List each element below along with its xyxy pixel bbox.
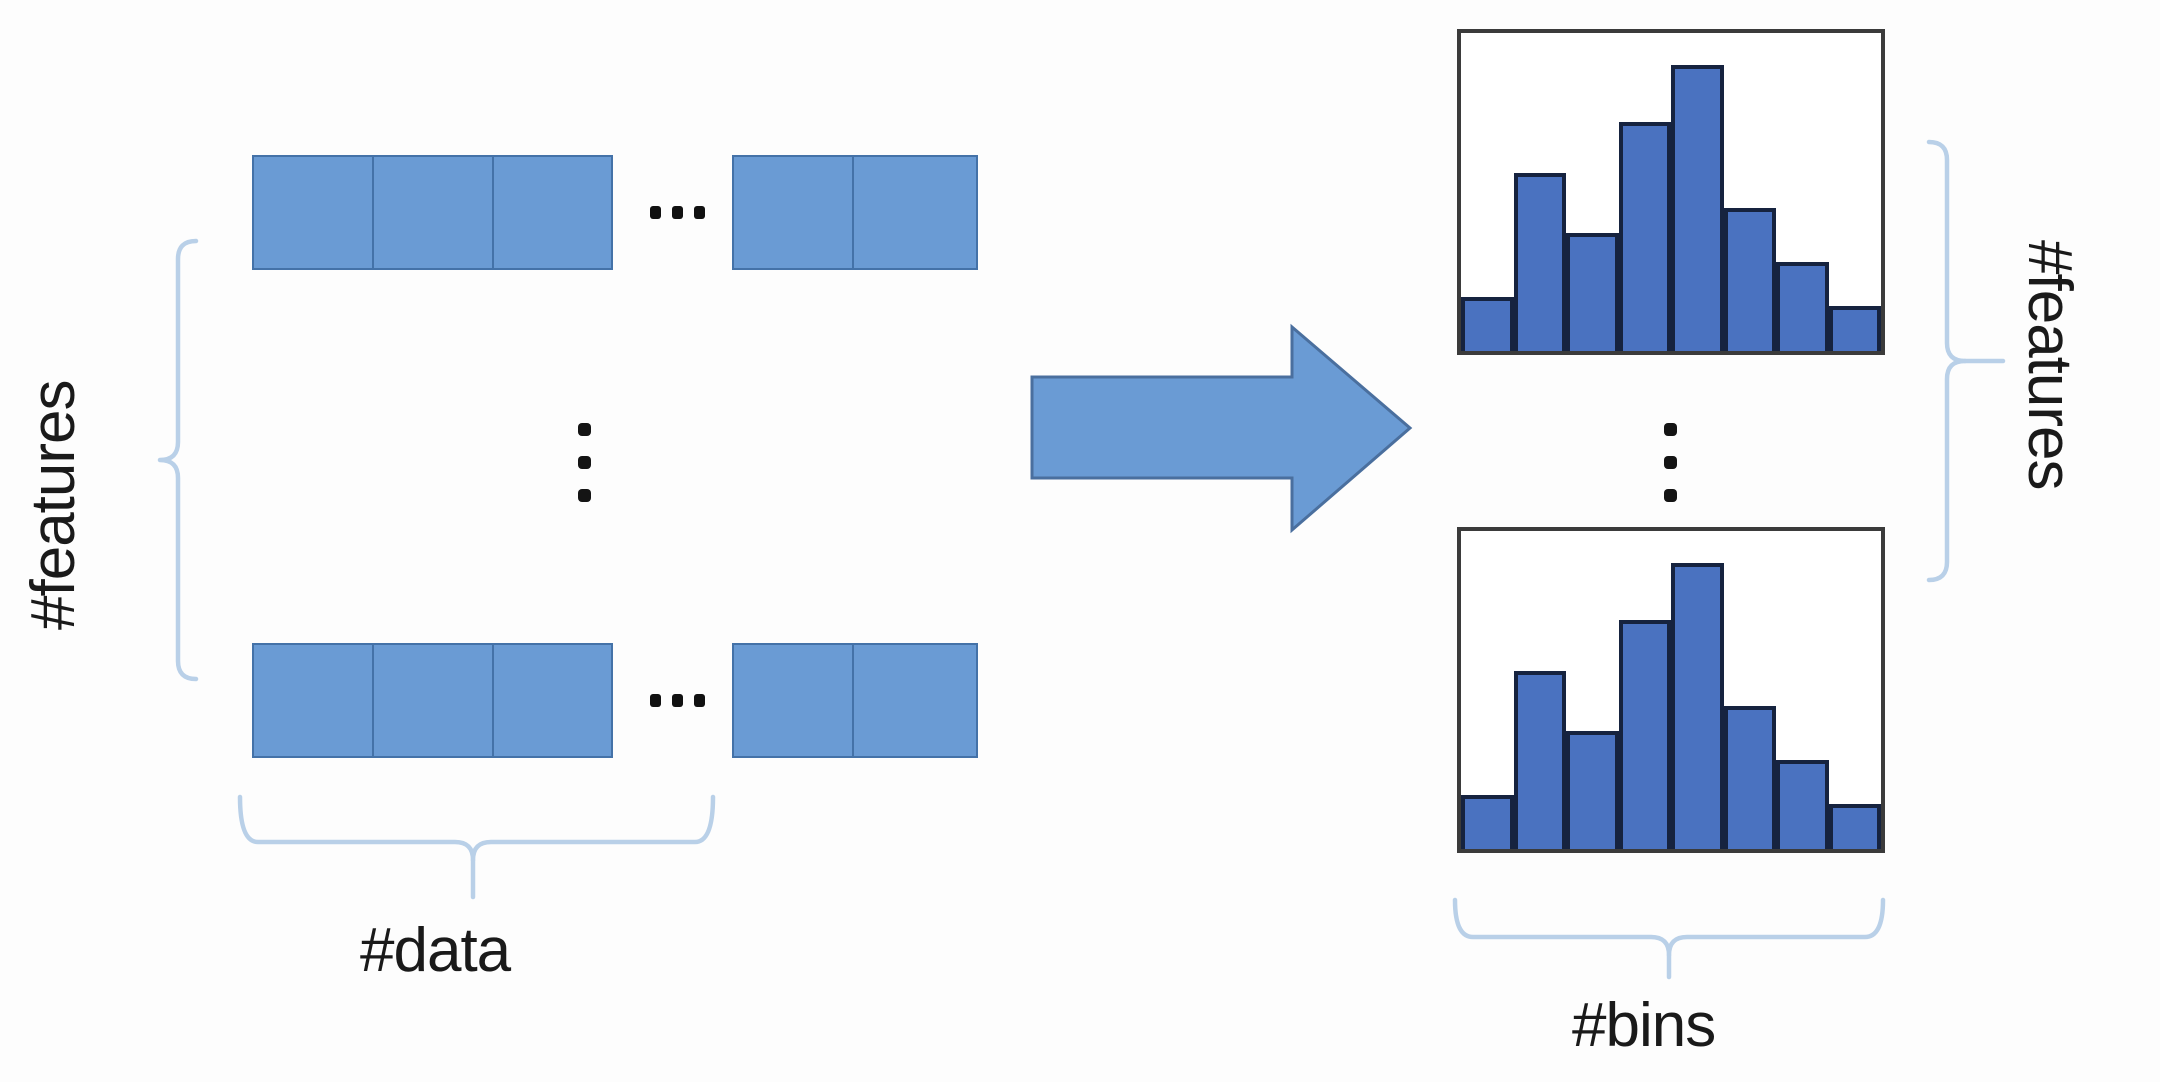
features-label-left: #features xyxy=(19,380,88,630)
matrix-cell xyxy=(854,645,976,756)
features-label-right: #features xyxy=(2015,240,2084,490)
histogram-bottom-bars xyxy=(1461,531,1881,849)
histogram-bar xyxy=(1776,759,1829,849)
histogram-top xyxy=(1457,29,1885,355)
histogram-bar xyxy=(1513,670,1566,849)
ellipsis-dot xyxy=(672,206,683,219)
feature-row-first-group-b xyxy=(732,155,978,270)
feature-row-last-group-a xyxy=(252,643,613,758)
matrix-cell xyxy=(494,645,611,756)
histogram-bar xyxy=(1461,794,1514,849)
features-brace-right xyxy=(1926,139,1968,583)
histogram-bar xyxy=(1828,804,1881,849)
ellipsis-dot xyxy=(578,423,591,436)
data-label: #data xyxy=(360,916,511,985)
bins-label: #bins xyxy=(1572,991,1716,1060)
matrix-cell xyxy=(254,645,374,756)
matrix-cell xyxy=(734,645,855,756)
matrix-vertical-ellipsis xyxy=(578,423,591,502)
matrix-cell xyxy=(373,645,495,756)
bins-brace xyxy=(1452,897,1886,958)
histogram-bar xyxy=(1723,207,1776,351)
row-ellipsis-first xyxy=(650,206,705,219)
ellipsis-dot xyxy=(1664,456,1677,469)
ellipsis-dot xyxy=(672,694,683,707)
transform-arrow xyxy=(1030,323,1413,534)
features-brace-left xyxy=(157,238,199,682)
histogram-bar xyxy=(1513,172,1566,351)
matrix-cell xyxy=(494,157,611,268)
histogram-top-bars xyxy=(1461,33,1881,351)
row-ellipsis-last xyxy=(650,694,705,707)
matrix-cell xyxy=(373,157,495,268)
ellipsis-dot xyxy=(650,206,661,219)
matrix-cell xyxy=(854,157,976,268)
histogram-bar xyxy=(1566,731,1619,849)
histogram-bottom xyxy=(1457,527,1885,853)
ellipsis-dot xyxy=(1664,423,1677,436)
ellipsis-dot xyxy=(694,694,705,707)
feature-row-first-group-a xyxy=(252,155,613,270)
matrix-cell xyxy=(254,157,374,268)
histogram-bar xyxy=(1461,296,1514,351)
ellipsis-dot xyxy=(650,694,661,707)
ellipsis-dot xyxy=(578,456,591,469)
histogram-bar xyxy=(1671,562,1724,849)
data-brace xyxy=(237,794,716,863)
histogram-bar xyxy=(1723,705,1776,849)
histogram-bar xyxy=(1776,261,1829,351)
histogram-bar xyxy=(1566,233,1619,351)
ellipsis-dot xyxy=(1664,489,1677,502)
histogram-bar xyxy=(1671,64,1724,351)
histogram-vertical-ellipsis xyxy=(1664,423,1677,502)
histogram-bar xyxy=(1618,122,1671,351)
histogram-bar xyxy=(1618,620,1671,849)
matrix-cell xyxy=(734,157,855,268)
histogram-bar xyxy=(1828,306,1881,351)
ellipsis-dot xyxy=(694,206,705,219)
ellipsis-dot xyxy=(578,489,591,502)
feature-row-last-group-b xyxy=(732,643,978,758)
